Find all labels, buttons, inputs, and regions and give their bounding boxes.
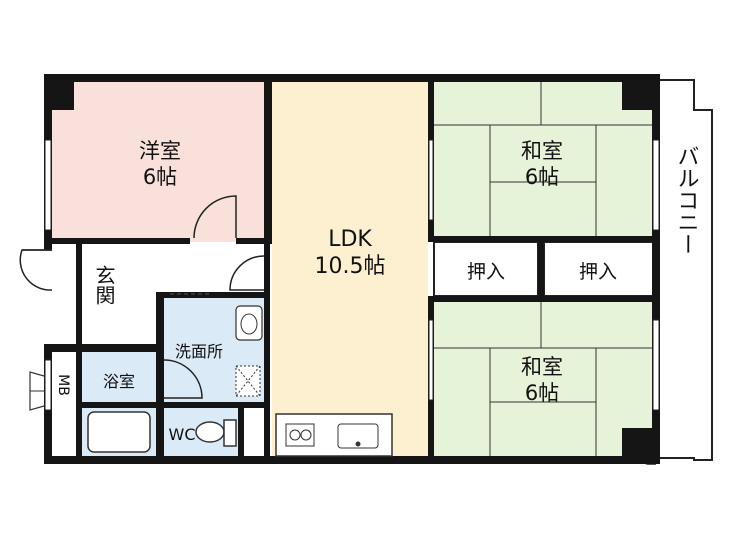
washbasin-bowl xyxy=(240,313,258,335)
ldk-size: 10.5帖 xyxy=(315,254,386,279)
japanese-room-lower-fill xyxy=(434,300,654,458)
western-room-size: 6帖 xyxy=(143,165,177,189)
japanese-room-lower-size: 6帖 xyxy=(525,381,559,405)
washroom-door[interactable] xyxy=(163,359,203,399)
entrance-door[interactable] xyxy=(19,249,53,291)
washbasin xyxy=(235,305,263,341)
ldk-fill xyxy=(272,80,428,458)
bathtub xyxy=(87,411,151,453)
ldk-name: LDK xyxy=(328,227,372,252)
entrance-label: 玄関 xyxy=(92,265,116,305)
japanese-room-upper-fill xyxy=(434,80,654,238)
entrance-door-gap xyxy=(44,250,52,294)
closet-left-box xyxy=(433,241,539,297)
mb-box xyxy=(52,352,76,456)
windows xyxy=(44,139,660,411)
bathroom-label: 浴室 xyxy=(103,372,135,391)
burner-left xyxy=(289,429,301,441)
washroom-label: 洗面所 xyxy=(175,342,223,361)
hall-door[interactable] xyxy=(229,255,265,291)
western-room-door[interactable] xyxy=(193,195,237,239)
japanese-room-lower-name: 和室 xyxy=(521,355,563,379)
toilet-bowl xyxy=(195,421,225,443)
meter-box-label: MB xyxy=(55,374,71,396)
sink xyxy=(337,423,379,449)
western-room-fill xyxy=(50,80,266,242)
sink-drain xyxy=(355,441,361,447)
toilet-tank xyxy=(223,419,237,447)
closet-right-label: 押入 xyxy=(579,261,617,283)
balcony-outline xyxy=(656,79,713,461)
western-room-name: 洋室 xyxy=(139,139,181,163)
japanese-room-upper-size: 6帖 xyxy=(525,165,559,189)
tatami-lines-upper xyxy=(434,80,654,238)
tatami-lines-lower xyxy=(434,300,654,458)
balcony-label: バルコニー xyxy=(674,145,699,255)
toilet-label: WC xyxy=(169,425,196,444)
japanese-room-upper-name: 和室 xyxy=(521,139,563,163)
closet-left-label: 押入 xyxy=(467,261,505,283)
burner-right xyxy=(300,429,312,441)
